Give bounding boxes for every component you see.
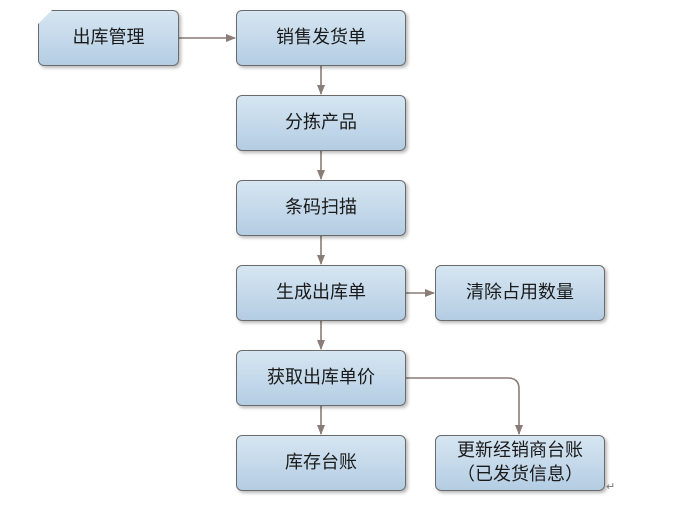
node-label: 清除占用数量 <box>466 282 574 303</box>
node-sort-products[interactable]: 分拣产品 <box>236 95 406 151</box>
node-label: 生成出库单 <box>276 282 366 303</box>
node-label: 条码扫描 <box>285 197 357 218</box>
node-outbound-management[interactable]: 出库管理 <box>37 9 179 66</box>
node-label: 出库管理 <box>72 27 145 48</box>
paragraph-mark: ↵ <box>606 480 616 493</box>
node-create-outbound-order[interactable]: 生成出库单 <box>236 265 406 321</box>
node-stock-ledger[interactable]: 库存台账 <box>236 435 406 491</box>
node-clear-reserved-quantity[interactable]: 清除占用数量 <box>435 265 605 321</box>
node-label: 获取出库单价 <box>267 367 375 388</box>
node-label: 分拣产品 <box>285 112 357 133</box>
node-label: 销售发货单 <box>276 27 366 48</box>
node-get-outbound-unit-price[interactable]: 获取出库单价 <box>236 350 406 406</box>
node-sales-delivery-note[interactable]: 销售发货单 <box>236 10 406 66</box>
node-label-line1: 更新经销商台账 <box>457 440 583 461</box>
node-label: 库存台账 <box>285 452 357 473</box>
edge-price-to-update <box>406 377 523 435</box>
node-update-dealer-ledger[interactable]: 更新经销商台账 （已发货信息） <box>435 435 605 491</box>
node-label-line2: （已发货信息） <box>457 464 583 485</box>
node-barcode-scan[interactable]: 条码扫描 <box>236 180 406 236</box>
